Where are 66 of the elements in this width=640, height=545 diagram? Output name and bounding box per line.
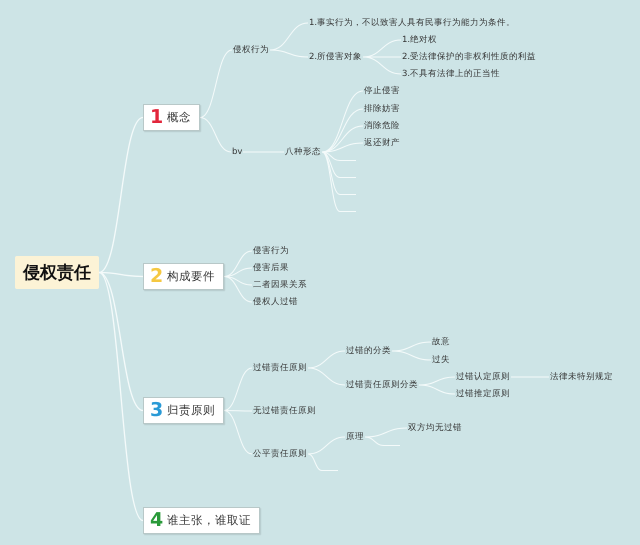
branch-label: 侵害行为: [252, 244, 290, 258]
branch-label: 过错的分类: [345, 344, 392, 358]
topic-number: 4: [150, 510, 164, 530]
branch-label: 故意: [431, 335, 451, 349]
branch-line: [364, 436, 384, 446]
topic-box: [143, 396, 224, 424]
topic-box: [143, 104, 200, 130]
branch-line: [98, 272, 144, 521]
branch-label: 公平责任原则: [252, 447, 308, 461]
branch-line: [322, 152, 340, 212]
branch-line: [322, 108, 364, 152]
branch-label: 2.所侵害对象: [308, 50, 364, 64]
branch-label: 过错认定原则: [455, 370, 511, 384]
branch-line: [392, 350, 432, 360]
branch-line: [224, 368, 252, 411]
branch-line: [308, 368, 346, 386]
branch-line: [224, 250, 252, 277]
topic-title: 归责原则: [167, 402, 216, 418]
branch-label: 二者因果关系: [252, 278, 308, 292]
topic-number: 3: [150, 400, 164, 420]
branch-label: 侵权人过错: [252, 295, 299, 309]
branch-line: [308, 436, 346, 454]
branch-label: 过错责任原则分类: [345, 378, 419, 392]
topic-box: [143, 262, 224, 290]
branch-label: 停止侵害: [363, 84, 401, 98]
branch-label: 无过错责任原则: [252, 404, 317, 418]
branch-label: 1.绝对权: [401, 33, 438, 47]
branch-label: 过错推定原则: [455, 387, 511, 401]
branch-line: [98, 116, 144, 274]
branch-line: [364, 428, 408, 438]
branch-line: [418, 384, 456, 394]
branch-label: 双方均无过错: [407, 421, 463, 435]
topic-box: [143, 506, 260, 534]
branch-label: 2.受法律保护的非权利性质的利益: [401, 50, 538, 64]
topic-title: 构成要件: [167, 268, 216, 284]
branch-label: 3.不具有法律上的正当性: [401, 67, 502, 81]
branch-label: 侵害后果: [252, 261, 290, 275]
branch-label: 侵权行为: [232, 43, 270, 57]
branch-line: [98, 272, 144, 412]
branch-label: bv: [231, 146, 244, 158]
branch-line: [362, 56, 402, 74]
branch-label: 排除妨害: [363, 102, 401, 116]
branch-line: [200, 50, 232, 118]
branch-label: 1.事实行为，不以致害人具有民事行为能力为条件。: [308, 16, 516, 30]
branch-label: 消除危险: [363, 119, 401, 133]
branch-label: 过错责任原则: [252, 361, 308, 375]
branch-line: [224, 276, 252, 302]
branch-label: 法律未特别规定: [549, 370, 614, 384]
topic-title: 谁主张，谁取证: [167, 512, 252, 528]
topic-number: 1: [150, 108, 164, 126]
branch-line: [224, 276, 252, 286]
branch-line: [98, 272, 144, 278]
branch-line: [322, 152, 340, 178]
branch-label: 过失: [431, 353, 451, 367]
central-topic: 侵权责任: [15, 256, 99, 288]
branch-label: 八种形态: [284, 145, 322, 159]
branch-line: [510, 376, 550, 378]
branch-label: 原理: [345, 430, 365, 444]
topic-number: 2: [150, 266, 164, 286]
topic-title: 概念: [167, 110, 192, 124]
branch-line: [308, 454, 322, 471]
branch-line: [224, 410, 252, 412]
branch-line: [224, 410, 252, 454]
branch-line: [200, 117, 232, 152]
branch-line: [270, 50, 308, 58]
branch-label: 返还财产: [363, 136, 401, 150]
